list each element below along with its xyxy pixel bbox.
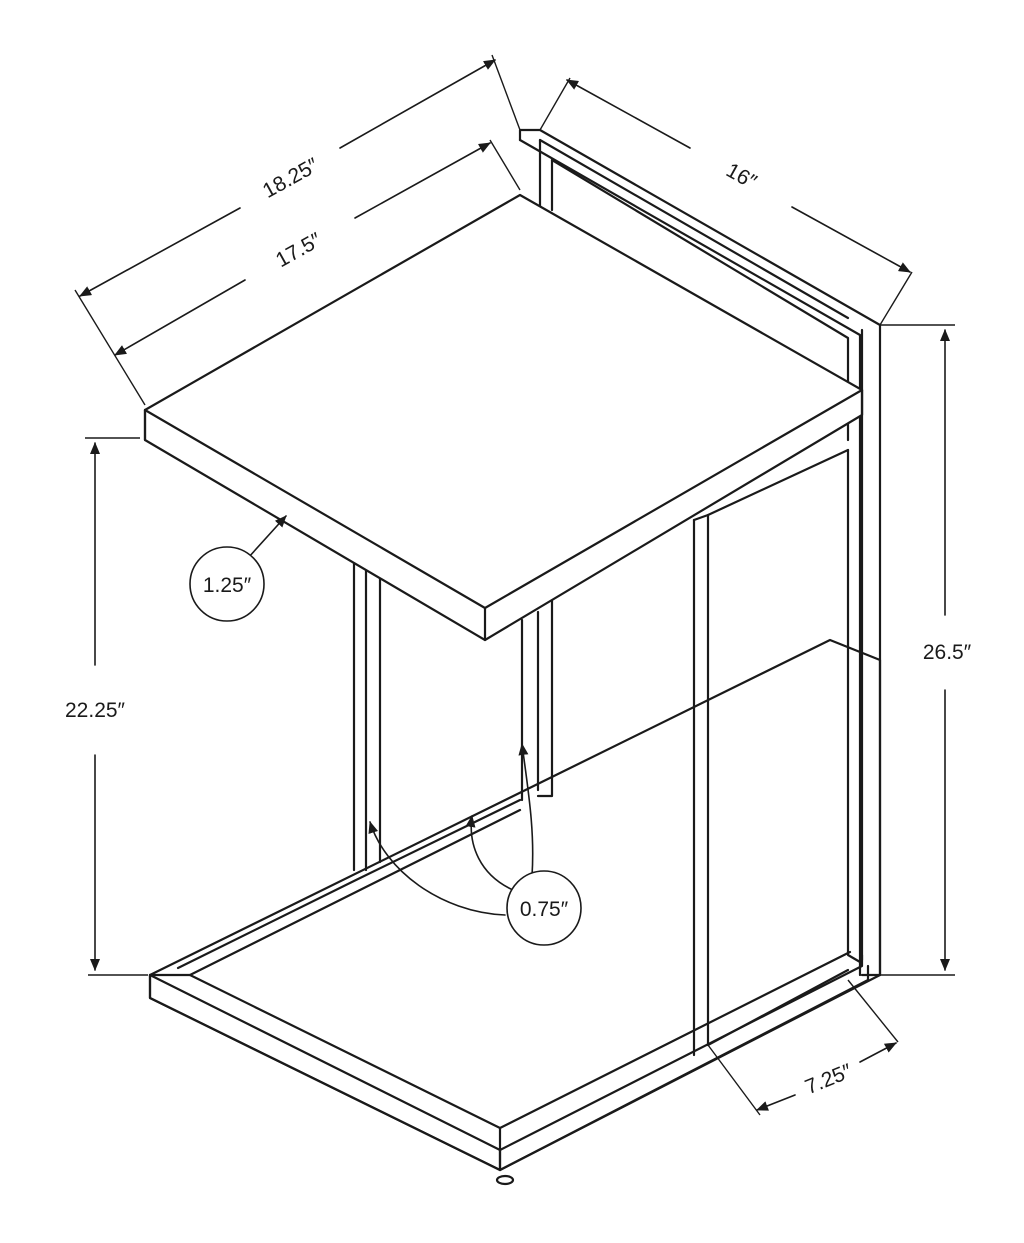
front-legs xyxy=(352,448,850,1057)
base-depth-label: 7.25″ xyxy=(802,1059,856,1099)
top-thickness-callout: 1.25″ xyxy=(189,546,265,622)
frame-thickness-label: 0.75″ xyxy=(520,898,569,921)
dimension-lines xyxy=(74,54,955,1116)
label-backdrops xyxy=(55,145,976,730)
overall-height-label: 26.5″ xyxy=(923,641,972,664)
table-top xyxy=(143,193,864,642)
frame-thickness-callout: 0.75″ xyxy=(506,870,582,946)
top-thickness-label: 1.25″ xyxy=(203,574,252,597)
top-height-label: 22.25″ xyxy=(65,699,126,722)
